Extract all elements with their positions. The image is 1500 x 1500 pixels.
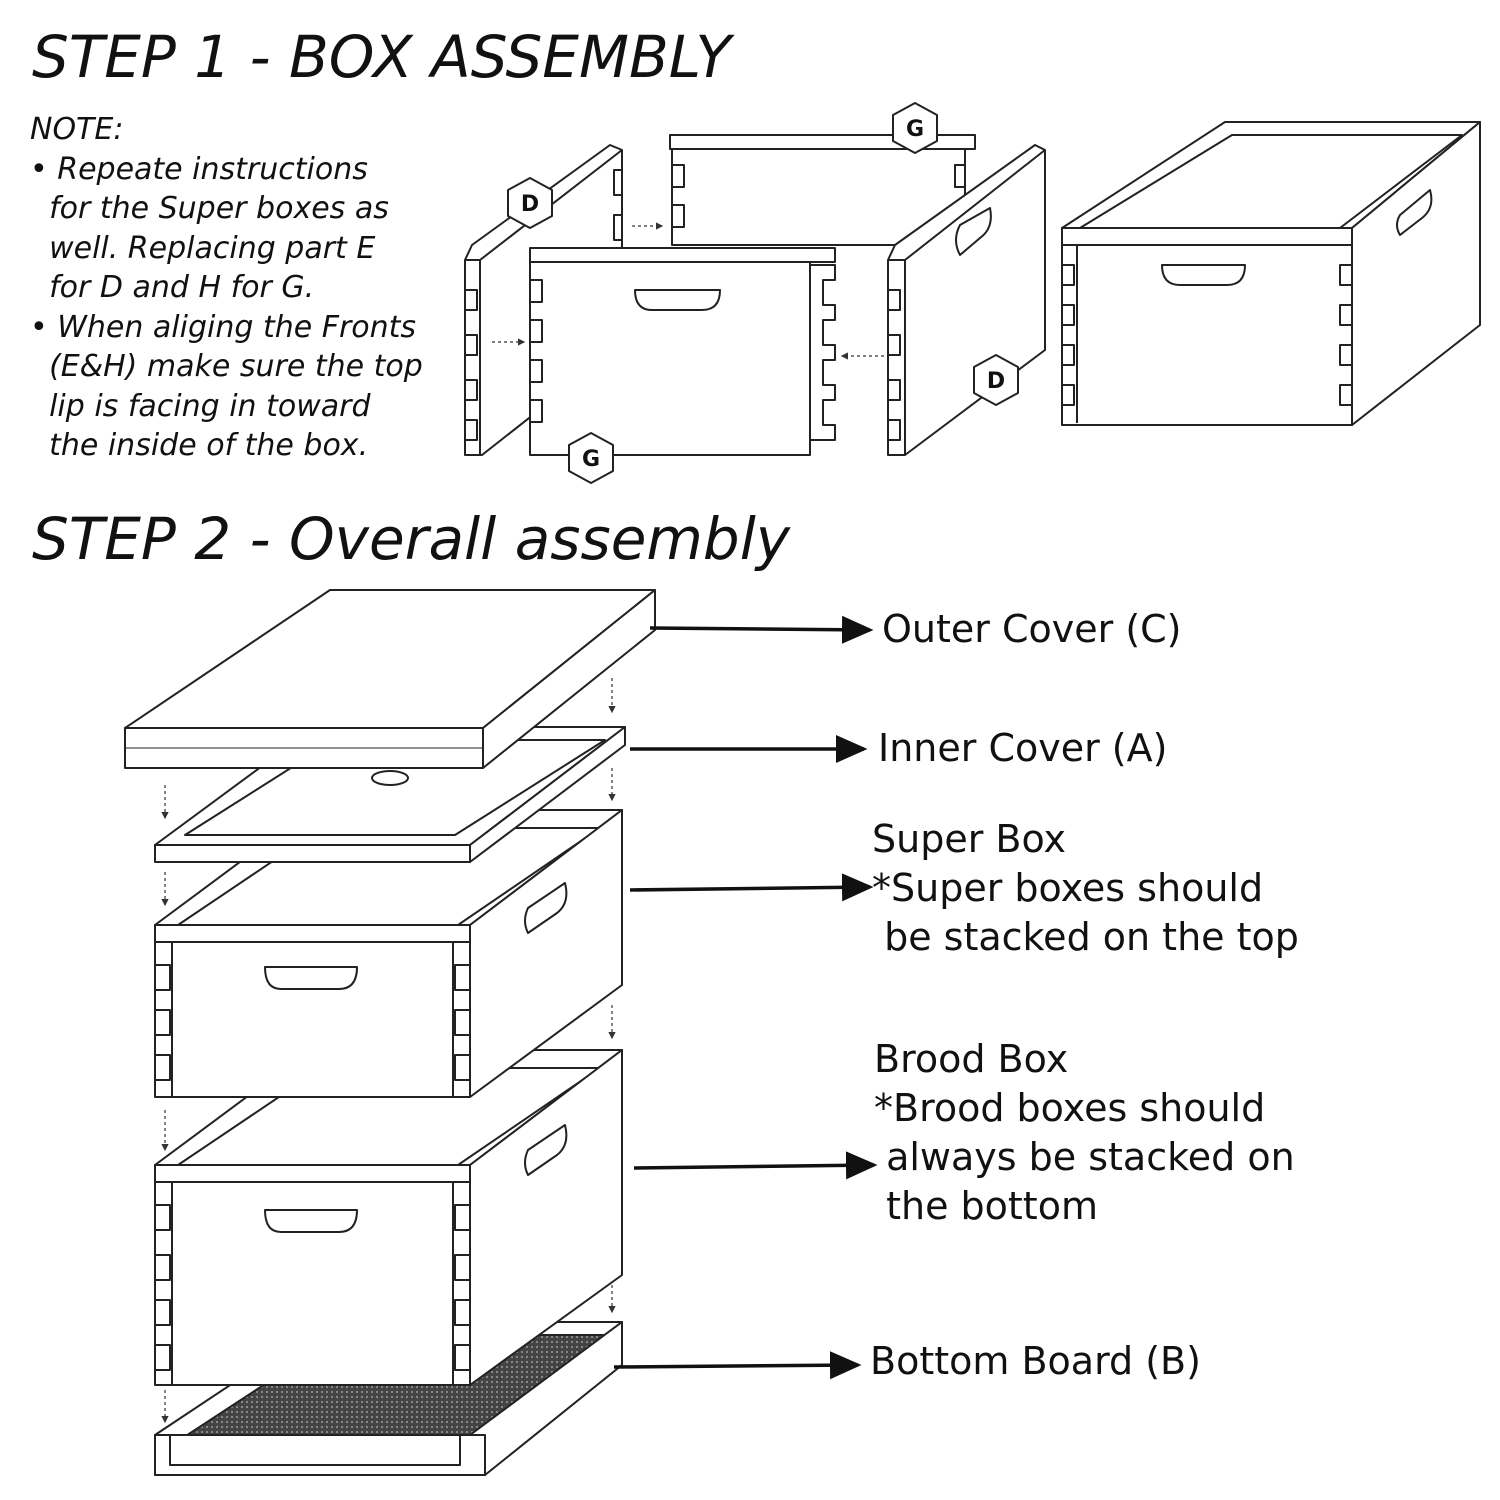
- svg-text:G: G: [582, 447, 600, 472]
- note-line: • When aliging the Fronts: [30, 309, 417, 345]
- note-line: • Repeate instructions: [30, 151, 368, 187]
- assembled-box: [1061, 121, 1481, 426]
- note-line: (E&H) make sure the top: [30, 349, 423, 384]
- part-label-d-right: D: [973, 354, 1019, 406]
- brood-box-label: Brood Box *Brood boxes should always be s…: [874, 1035, 1295, 1231]
- note-line: lip is facing in toward: [30, 388, 371, 424]
- brood-box-note: the bottom: [874, 1184, 1098, 1228]
- svg-text:D: D: [521, 192, 539, 217]
- bottom-board-label: Bottom Board (B): [870, 1339, 1201, 1383]
- super-box: [154, 809, 623, 1098]
- note-line: well. Replacing part E: [30, 230, 376, 266]
- outer-cover: [124, 589, 656, 769]
- svg-text:G: G: [906, 117, 924, 142]
- label-arrows: [613, 615, 878, 1380]
- alignment-arrows: [161, 678, 616, 1424]
- inner-cover: [154, 726, 626, 863]
- part-label-d-left: D: [507, 177, 553, 229]
- step2-title: STEP 2 - Overall assembly: [32, 505, 791, 573]
- note-line: for the Super boxes as: [30, 191, 389, 226]
- inner-cover-label: Inner Cover (A): [878, 726, 1168, 770]
- brood-box-note: always be stacked on: [874, 1135, 1295, 1179]
- step1-title: STEP 1 - BOX ASSEMBLY: [32, 23, 731, 91]
- part-label-g-back: G: [892, 102, 938, 154]
- part-label-g-front: G: [568, 432, 614, 484]
- step1-note: NOTE: • Repeate instructions for the Sup…: [30, 110, 423, 466]
- note-line: for D and H for G.: [30, 270, 315, 305]
- super-box-note: *Super boxes should: [872, 866, 1264, 910]
- super-box-label: Super Box *Super boxes should be stacked …: [872, 815, 1299, 962]
- brood-box-note: *Brood boxes should: [874, 1086, 1266, 1130]
- super-box-note: be stacked on the top: [872, 915, 1299, 959]
- super-box-title: Super Box: [872, 817, 1067, 861]
- outer-cover-label: Outer Cover (C): [882, 607, 1182, 651]
- handle-cutout: [634, 289, 721, 311]
- svg-text:D: D: [987, 369, 1005, 394]
- brood-box-title: Brood Box: [874, 1037, 1069, 1081]
- note-heading: NOTE:: [30, 112, 124, 147]
- note-line: the inside of the box.: [30, 428, 369, 463]
- front-panel: [529, 247, 836, 456]
